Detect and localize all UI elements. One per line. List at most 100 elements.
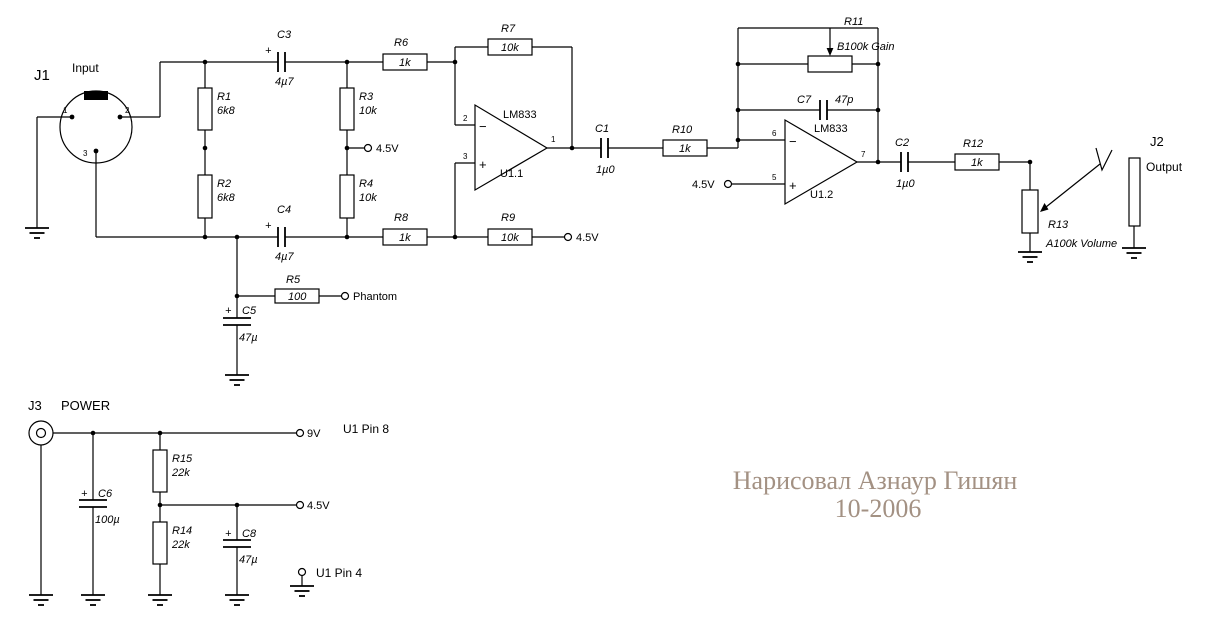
- resistor-r9: R9 10k: [487, 212, 533, 246]
- xlr-pin2-number: 2: [125, 106, 130, 115]
- capacitor-c2: C2 1µ0: [895, 137, 915, 190]
- capacitor-ref: C3: [277, 29, 292, 41]
- resistor-r11-gain-pot: R11 B100k Gain: [807, 16, 894, 73]
- terminal-circle: [723, 179, 733, 189]
- pot-ref: R13: [1048, 219, 1069, 231]
- xlr-notch: [84, 91, 108, 100]
- terminal-label: 4.5V: [692, 179, 715, 191]
- resistor-body: [152, 449, 168, 493]
- noninverting-input-sign: +: [479, 157, 487, 172]
- resistor-r5: R5 100: [274, 274, 320, 304]
- terminal-label: 9V: [307, 428, 321, 440]
- noninverting-input-sign: +: [789, 178, 797, 193]
- capacitor-c7: C7 47p: [797, 94, 853, 120]
- resistor-r14: R14 22k: [152, 521, 192, 565]
- terminal-bias-mid: 4.5V: [363, 143, 399, 155]
- resistor-r13-volume-pot: R13 A100k Volume: [1021, 189, 1117, 250]
- pin-number-noninverting: 5: [772, 173, 777, 182]
- terminal-label: 4.5V: [307, 500, 330, 512]
- signature: Нарисовал Азнаур Гишян 10-2006: [733, 466, 1018, 523]
- resistor-value: 10k: [359, 192, 377, 204]
- j2-label: Output: [1146, 160, 1183, 174]
- ground-symbol: [290, 585, 314, 597]
- capacitor-ref: C1: [595, 123, 609, 135]
- capacitor-value: 47µ: [239, 332, 258, 344]
- resistor-r10: R10 1k: [662, 124, 708, 157]
- ground-symbol: [81, 594, 105, 606]
- resistor-r7: R7 10k: [487, 23, 533, 56]
- resistor-value: 100: [288, 291, 307, 303]
- pin-number-noninverting: 3: [463, 152, 468, 161]
- terminal-label: Phantom: [353, 291, 397, 303]
- pot-ref: R11: [844, 16, 863, 28]
- opamp-part-number: LM833: [503, 109, 537, 121]
- capacitor-value: 1µ0: [896, 178, 915, 190]
- jack-body: [1128, 157, 1141, 227]
- capacitor-value: 4µ7: [275, 76, 294, 88]
- opamp-u12: − + 6 5 7 LM833 U1.2: [772, 118, 866, 206]
- polarity-plus-sign: +: [225, 305, 232, 317]
- terminal-circle: [295, 428, 305, 438]
- resistor-body: [197, 174, 213, 219]
- resistor-ref: R1: [217, 91, 231, 103]
- opamp-triangle: [784, 118, 859, 206]
- resistor-value: 1k: [399, 57, 411, 69]
- junction-dots: [90, 59, 1033, 508]
- capacitor-c5: + C5 47µ: [223, 305, 258, 344]
- xlr-pin1-contact: [69, 114, 75, 120]
- resistor-ref: R7: [501, 23, 516, 35]
- polarity-plus-sign: +: [225, 528, 232, 540]
- opamp-ref: U1.1: [500, 168, 523, 180]
- polarity-plus-sign: +: [265, 45, 272, 57]
- pot-value: A100k Volume: [1045, 238, 1117, 250]
- resistor-ref: R6: [394, 37, 409, 49]
- resistor-r6: R6 1k: [382, 37, 428, 71]
- power-jack-outer: [28, 420, 54, 446]
- capacitor-ref: C7: [797, 94, 812, 106]
- resistor-ref: R15: [172, 453, 193, 465]
- terminal-label: 4.5V: [576, 232, 599, 244]
- signature-line2: 10-2006: [835, 494, 922, 523]
- pot-body: [807, 55, 853, 73]
- resistor-ref: R8: [394, 212, 409, 224]
- ground-symbol: [225, 594, 249, 606]
- resistor-body: [487, 38, 533, 56]
- pot-wiper-arrow: [826, 48, 834, 56]
- terminal-label: U1 Pin 4: [316, 566, 362, 580]
- resistor-r2: R2 6k8: [197, 174, 236, 219]
- resistor-body: [197, 87, 213, 131]
- terminal-label: 4.5V: [376, 143, 399, 155]
- capacitor-c4: C4 + 4µ7: [265, 204, 294, 263]
- xlr-pin1-number: 1: [63, 106, 68, 115]
- terminal-bias-u12: 4.5V: [692, 179, 733, 191]
- resistor-value: 22k: [171, 539, 190, 551]
- capacitor-ref: C5: [242, 305, 257, 317]
- terminal-u1-pin4: U1 Pin 4: [297, 566, 362, 580]
- signature-line1: Нарисовал Азнаур Гишян: [733, 466, 1018, 495]
- inverting-input-sign: −: [789, 134, 797, 149]
- pin-number-inverting: 2: [463, 114, 468, 123]
- resistor-value: 10k: [501, 232, 519, 244]
- ground-symbol: [1122, 247, 1146, 259]
- resistor-body: [662, 139, 708, 157]
- resistor-value: 22k: [171, 467, 190, 479]
- resistor-body: [382, 53, 428, 71]
- terminal-circle: [297, 567, 307, 577]
- xlr-pin2-contact: [117, 114, 123, 120]
- resistor-value: 1k: [679, 143, 691, 155]
- resistor-value: 1k: [399, 232, 411, 244]
- opamp-part-number: LM833: [814, 123, 848, 135]
- capacitor-ref: C6: [98, 488, 113, 500]
- j1-ref: J1: [34, 67, 50, 84]
- resistor-ref: R4: [359, 178, 373, 190]
- resistor-r4: R4 10k: [339, 174, 377, 219]
- resistor-ref: R10: [672, 124, 693, 136]
- terminal-circle: [563, 232, 573, 242]
- resistor-r12: R12 1k: [954, 138, 1000, 171]
- resistor-body: [487, 228, 533, 246]
- u1-pin8-label: U1 Pin 8: [343, 422, 389, 436]
- resistor-value: 6k8: [217, 105, 236, 117]
- resistor-value: 10k: [359, 105, 377, 117]
- pot-wiper-arrow: [1040, 203, 1049, 212]
